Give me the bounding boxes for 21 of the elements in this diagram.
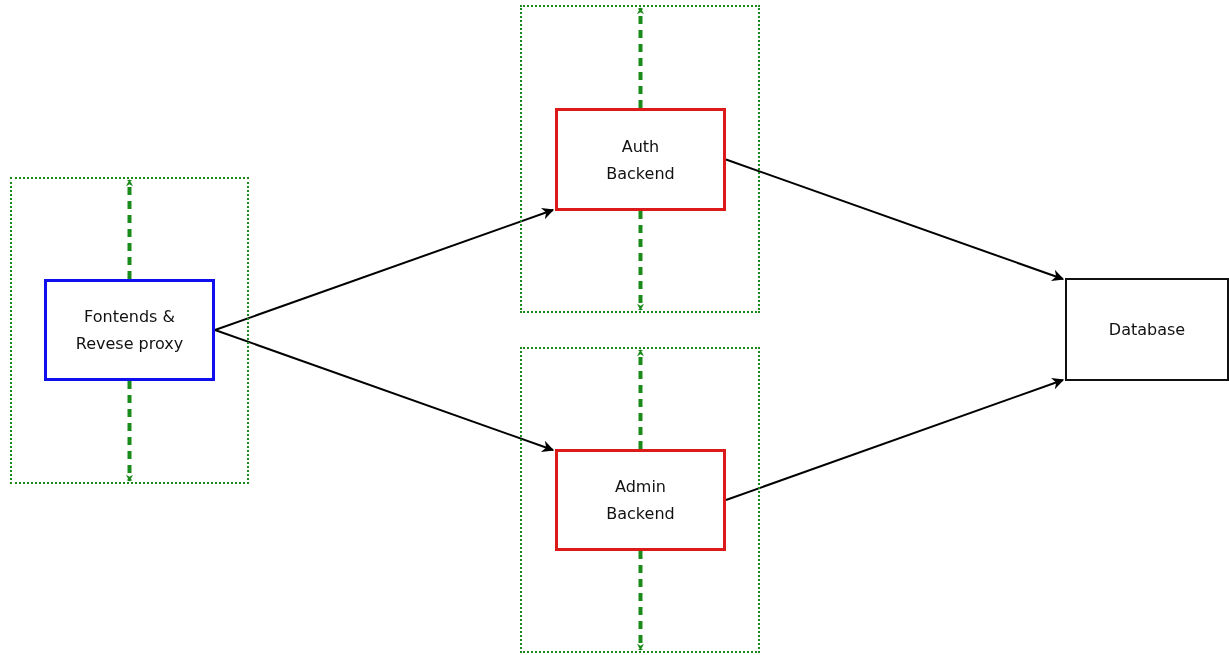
arrow (214, 207, 555, 331)
box-label: Fontends & Revese proxy (74, 306, 185, 355)
dashed-arrow (637, 211, 644, 311)
service-box (44, 279, 215, 381)
box-label: Admin Backend (605, 476, 676, 525)
box-label: Database (1107, 319, 1187, 341)
group-box (520, 347, 760, 653)
dashed-arrow (637, 7, 644, 108)
arrow (214, 329, 555, 453)
box-label: Auth Backend (605, 135, 676, 185)
dashed-arrow (637, 349, 644, 449)
arrow (725, 158, 1065, 282)
group-box (10, 177, 249, 484)
service-box (555, 108, 726, 211)
dashed-arrow (126, 381, 133, 482)
database-box (1065, 278, 1229, 381)
group-box (520, 5, 760, 313)
arrow (725, 377, 1065, 501)
service-box (555, 449, 726, 551)
dashed-arrow (637, 551, 644, 651)
dashed-arrow (126, 179, 133, 279)
